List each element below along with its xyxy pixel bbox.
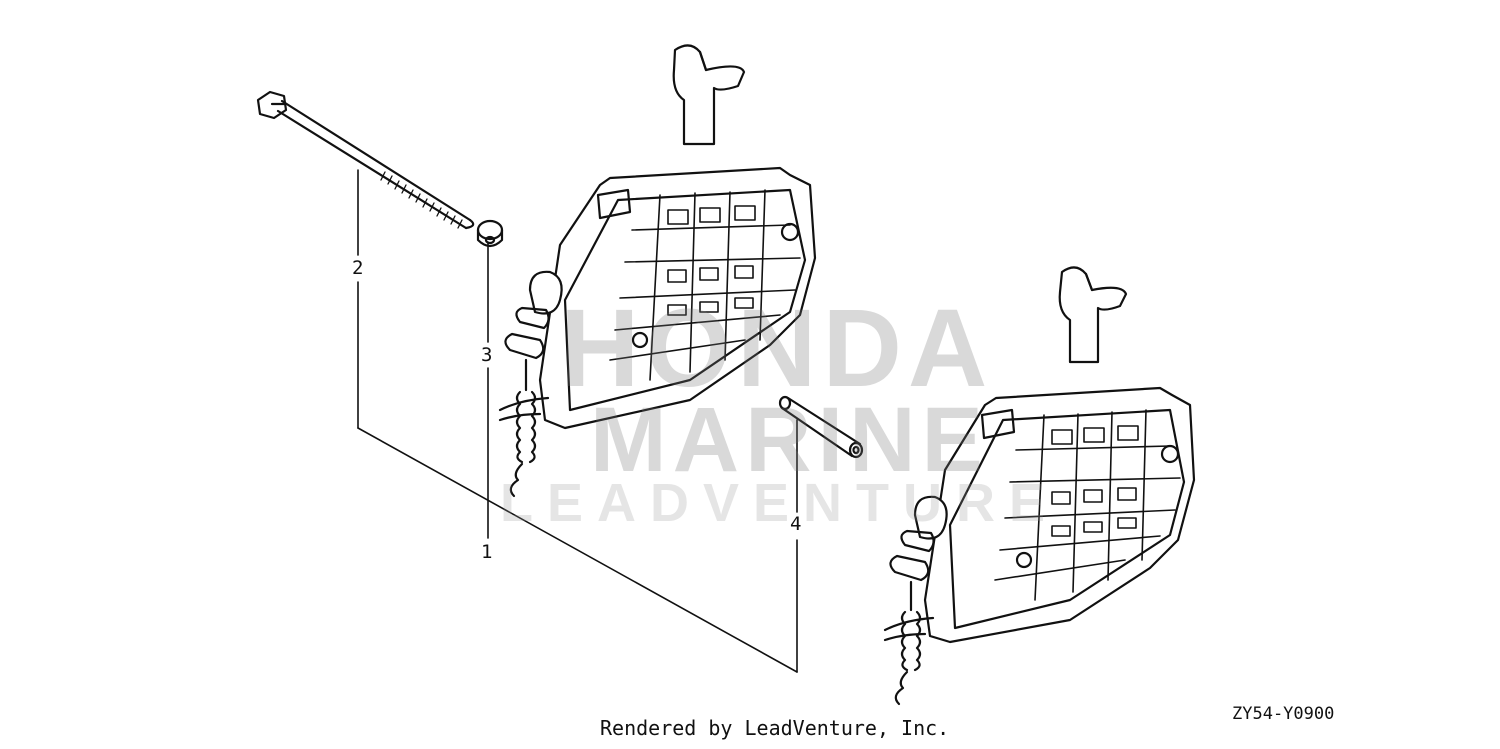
- callout-label-4[interactable]: 4: [790, 513, 802, 535]
- callout-label-2[interactable]: 2: [352, 257, 364, 279]
- diagram-code: ZY54-Y0900: [1232, 704, 1335, 724]
- pin-part: [778, 395, 864, 459]
- remote-control-box-1: [498, 44, 817, 498]
- footer-credit: Rendered by LeadVenture, Inc.: [600, 716, 950, 740]
- remote-control-box-2: [883, 266, 1196, 706]
- callout-label-3[interactable]: 3: [481, 344, 493, 366]
- leader-lines: [357, 169, 798, 673]
- bolt-part: [256, 90, 475, 230]
- collar-part: [476, 219, 504, 248]
- callout-label-1[interactable]: 1: [481, 541, 493, 563]
